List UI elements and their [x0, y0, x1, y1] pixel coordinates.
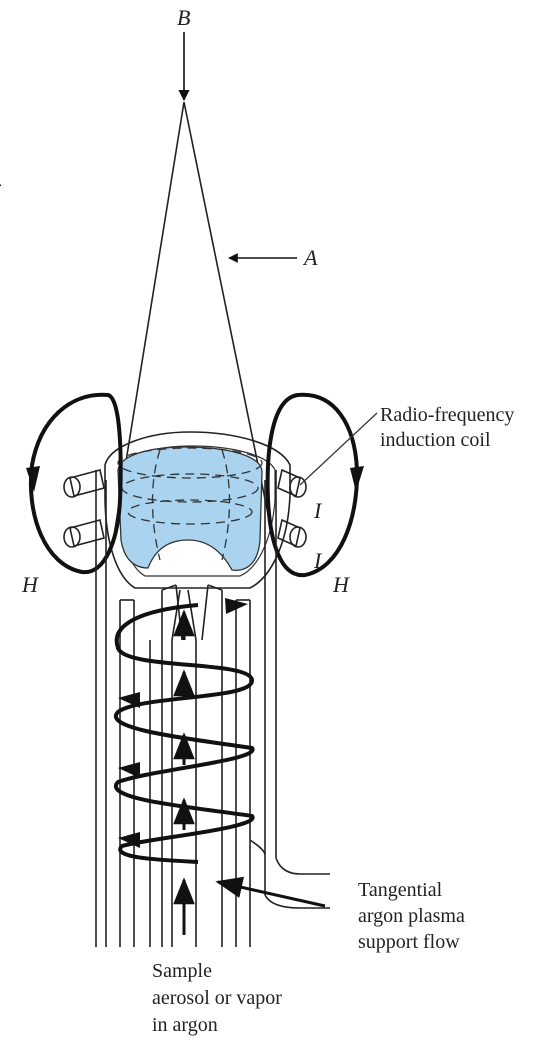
induction-coil-left	[64, 470, 104, 547]
edge-text-fragment: n	[0, 133, 2, 199]
rf-coil-label-line1: Radio-frequency	[380, 404, 514, 426]
label-h-left: H	[21, 572, 39, 597]
sample-label-line3: in argon	[152, 1014, 218, 1036]
label-i-upper: I	[313, 498, 323, 523]
label-a: A	[302, 245, 318, 270]
tangential-label-line2: argon plasma	[358, 905, 465, 927]
induction-coil-right	[278, 470, 306, 547]
rf-coil-leader-line	[300, 413, 377, 485]
tangential-label-line3: support flow	[358, 931, 460, 953]
magnetic-field-arrow-right	[350, 466, 364, 492]
label-h-right: H	[332, 572, 350, 597]
tangential-label-line1: Tangential	[358, 879, 443, 901]
sample-label-line1: Sample	[152, 960, 212, 982]
label-b: B	[177, 5, 190, 30]
magnetic-field-arrow-left	[26, 466, 40, 492]
plasma-region	[118, 447, 262, 570]
sample-label-line2: aerosol or vapor	[152, 987, 282, 1009]
spiral-arrow-3	[118, 762, 140, 778]
rf-coil-label-line2: induction coil	[380, 429, 491, 451]
